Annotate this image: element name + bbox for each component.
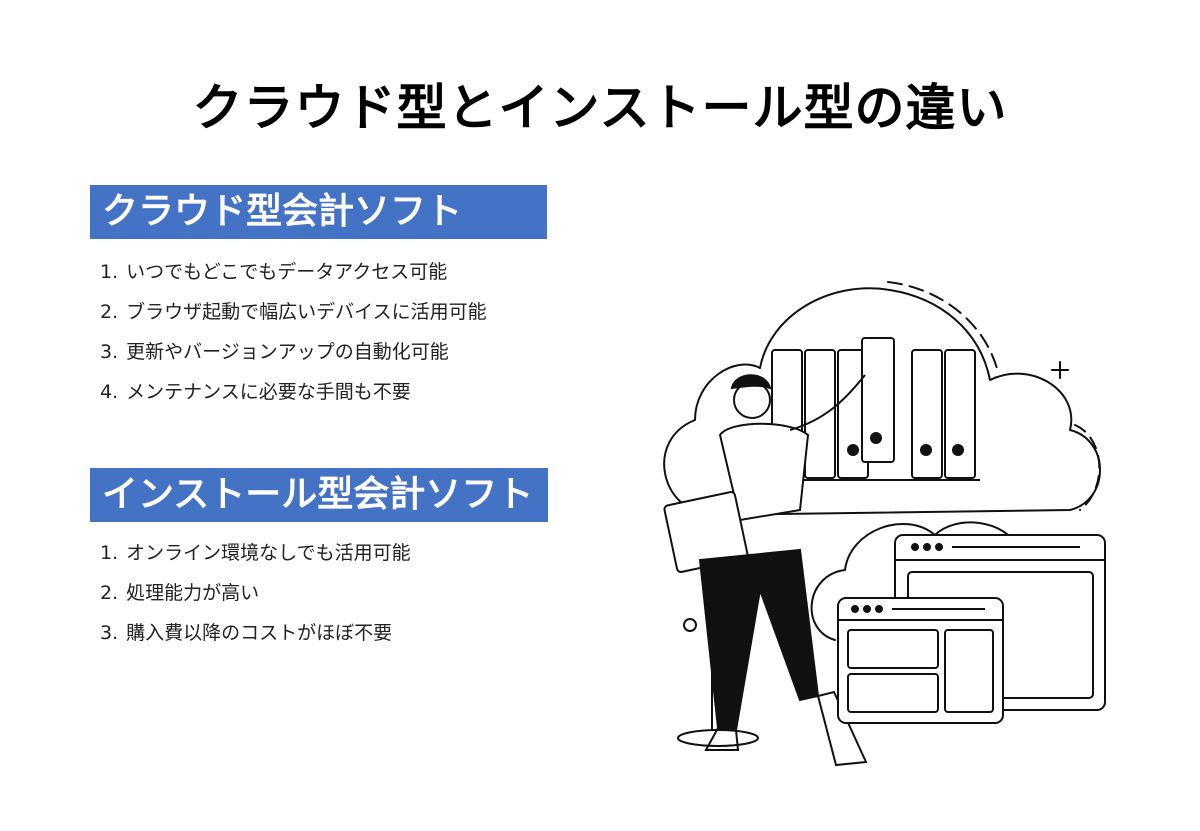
binder	[804, 349, 836, 479]
list-item: 2. 処理能力が高い	[100, 573, 411, 613]
cloud-outline	[663, 287, 1101, 516]
item-text: いつでもどこでもデータアクセス可能	[126, 261, 448, 283]
list-item: 4. メンテナンスに必要な手間も不要	[100, 372, 487, 412]
person-shoe	[704, 726, 740, 751]
person-shoe	[816, 690, 868, 767]
install-software-heading: インストール型会計ソフト	[90, 468, 548, 522]
item-number: 3.	[100, 341, 119, 363]
binder	[861, 337, 895, 463]
binder-hole	[870, 432, 882, 444]
list-item: 3. 購入費以降のコストがほぼ不要	[100, 613, 411, 653]
person-figure	[663, 374, 868, 767]
binder	[911, 349, 943, 479]
list-item: 2. ブラウザ起動で幅広いデバイスに活用可能	[100, 292, 487, 332]
sparkle-icon	[1051, 361, 1069, 379]
cloud-feature-list: 1. いつでもどこでもデータアクセス可能 2. ブラウザ起動で幅広いデバイスに活用可…	[100, 252, 487, 412]
item-text: 処理能力が高い	[126, 582, 260, 604]
list-item: 3. 更新やバージョンアップの自動化可能	[100, 332, 487, 372]
person-torso	[718, 422, 810, 522]
cloud-server-person-illustration	[663, 281, 1106, 767]
binder	[944, 349, 976, 479]
item-text: 購入費以降のコストがほぼ不要	[126, 622, 393, 644]
install-feature-list: 1. オンライン環境なしでも活用可能 2. 処理能力が高い 3. 購入費以降のコストが…	[100, 533, 411, 653]
item-number: 3.	[100, 622, 119, 644]
cloud-accent-arc	[1074, 424, 1101, 511]
list-item: 1. オンライン環境なしでも活用可能	[100, 533, 411, 573]
item-number: 2.	[100, 582, 119, 604]
binder-hole	[847, 444, 859, 456]
item-text: ブラウザ起動で幅広いデバイスに活用可能	[126, 301, 487, 323]
item-number: 2.	[100, 301, 119, 323]
binder-shelf	[770, 337, 980, 481]
person-arm	[789, 374, 866, 431]
item-number: 1.	[100, 542, 119, 564]
cloud-software-heading: クラウド型会計ソフト	[90, 185, 547, 239]
person-hair	[730, 374, 772, 390]
list-item: 1. いつでもどこでもデータアクセス可能	[100, 252, 487, 292]
stool	[677, 618, 759, 747]
binder-hole	[920, 444, 932, 456]
item-number: 4.	[100, 381, 119, 403]
item-text: オンライン環境なしでも活用可能	[126, 542, 411, 564]
binder-hole	[952, 444, 964, 456]
item-number: 1.	[100, 261, 119, 283]
item-text: 更新やバージョンアップの自動化可能	[126, 341, 449, 363]
person-legs	[698, 548, 820, 732]
item-text: メンテナンスに必要な手間も不要	[126, 381, 411, 403]
page-title: クラウド型とインストール型の違い	[192, 79, 1008, 137]
browser-window-front	[837, 597, 1004, 724]
cloud-accent-arc	[887, 281, 999, 373]
